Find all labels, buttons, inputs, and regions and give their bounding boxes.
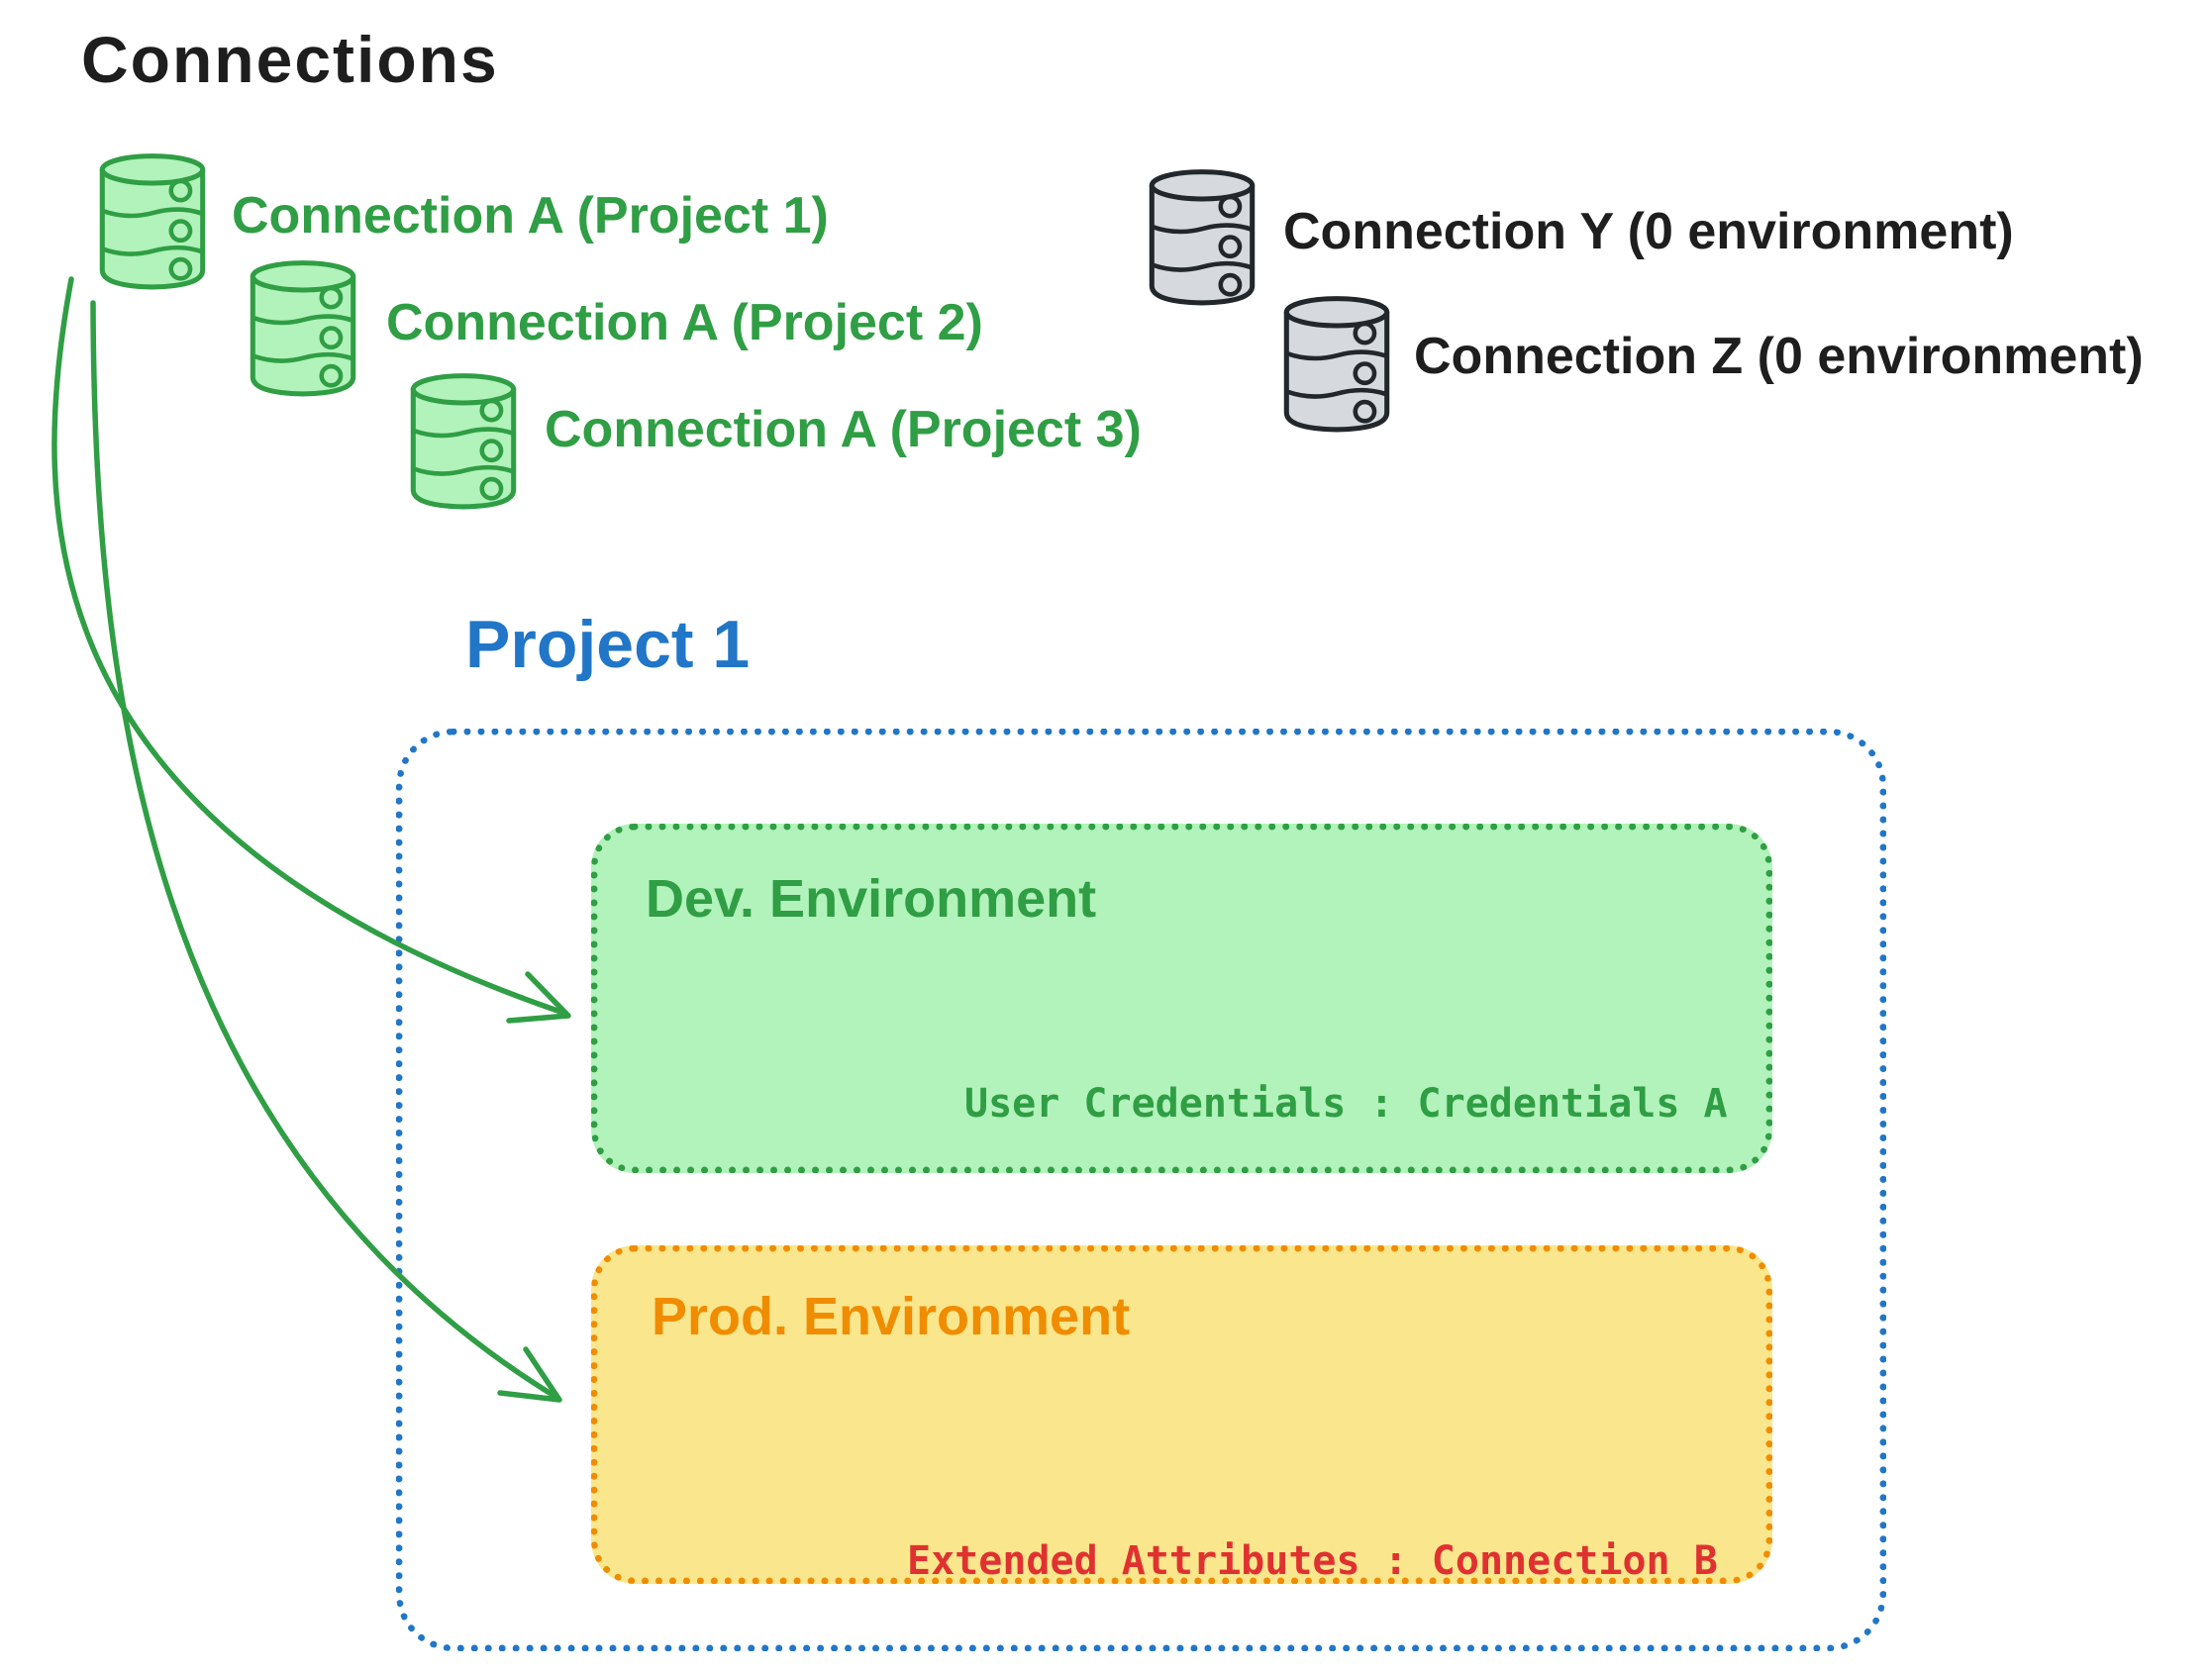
dev-environment-title: Dev. Environment: [646, 869, 1097, 929]
connection-z-label: Connection Z (0 environment): [1414, 328, 2144, 385]
prod-environment-title: Prod. Environment: [652, 1287, 1131, 1346]
prod-mapping-line-1: Extended Attributes : Connection B: [907, 1538, 1718, 1584]
dev-credentials-mapping: User Credentials : Credentials A: [964, 1081, 1728, 1127]
database-icon: [408, 368, 519, 511]
database-icon: [97, 148, 208, 291]
database-icon: [248, 255, 358, 398]
database-icon: [1281, 291, 1392, 434]
database-icon: [1147, 164, 1257, 307]
diagram-heading: Connections: [81, 23, 499, 96]
connection-y-label: Connection Y (0 environment): [1283, 203, 2014, 260]
project-1-title: Project 1: [465, 607, 751, 682]
connection-a-project-2-label: Connection A (Project 2): [386, 294, 983, 351]
connection-a-project-3-label: Connection A (Project 3): [545, 401, 1142, 458]
project-1-box: Dev. Environment User Credentials : Cred…: [396, 729, 1886, 1651]
dev-environment-box: Dev. Environment User Credentials : Cred…: [591, 824, 1772, 1173]
prod-environment-box: Prod. Environment Extended Attributes : …: [591, 1245, 1772, 1584]
prod-credentials-mapping: Extended Attributes : Connection B Ext.A…: [907, 1442, 1742, 1674]
connection-a-project-1-label: Connection A (Project 1): [232, 187, 829, 245]
